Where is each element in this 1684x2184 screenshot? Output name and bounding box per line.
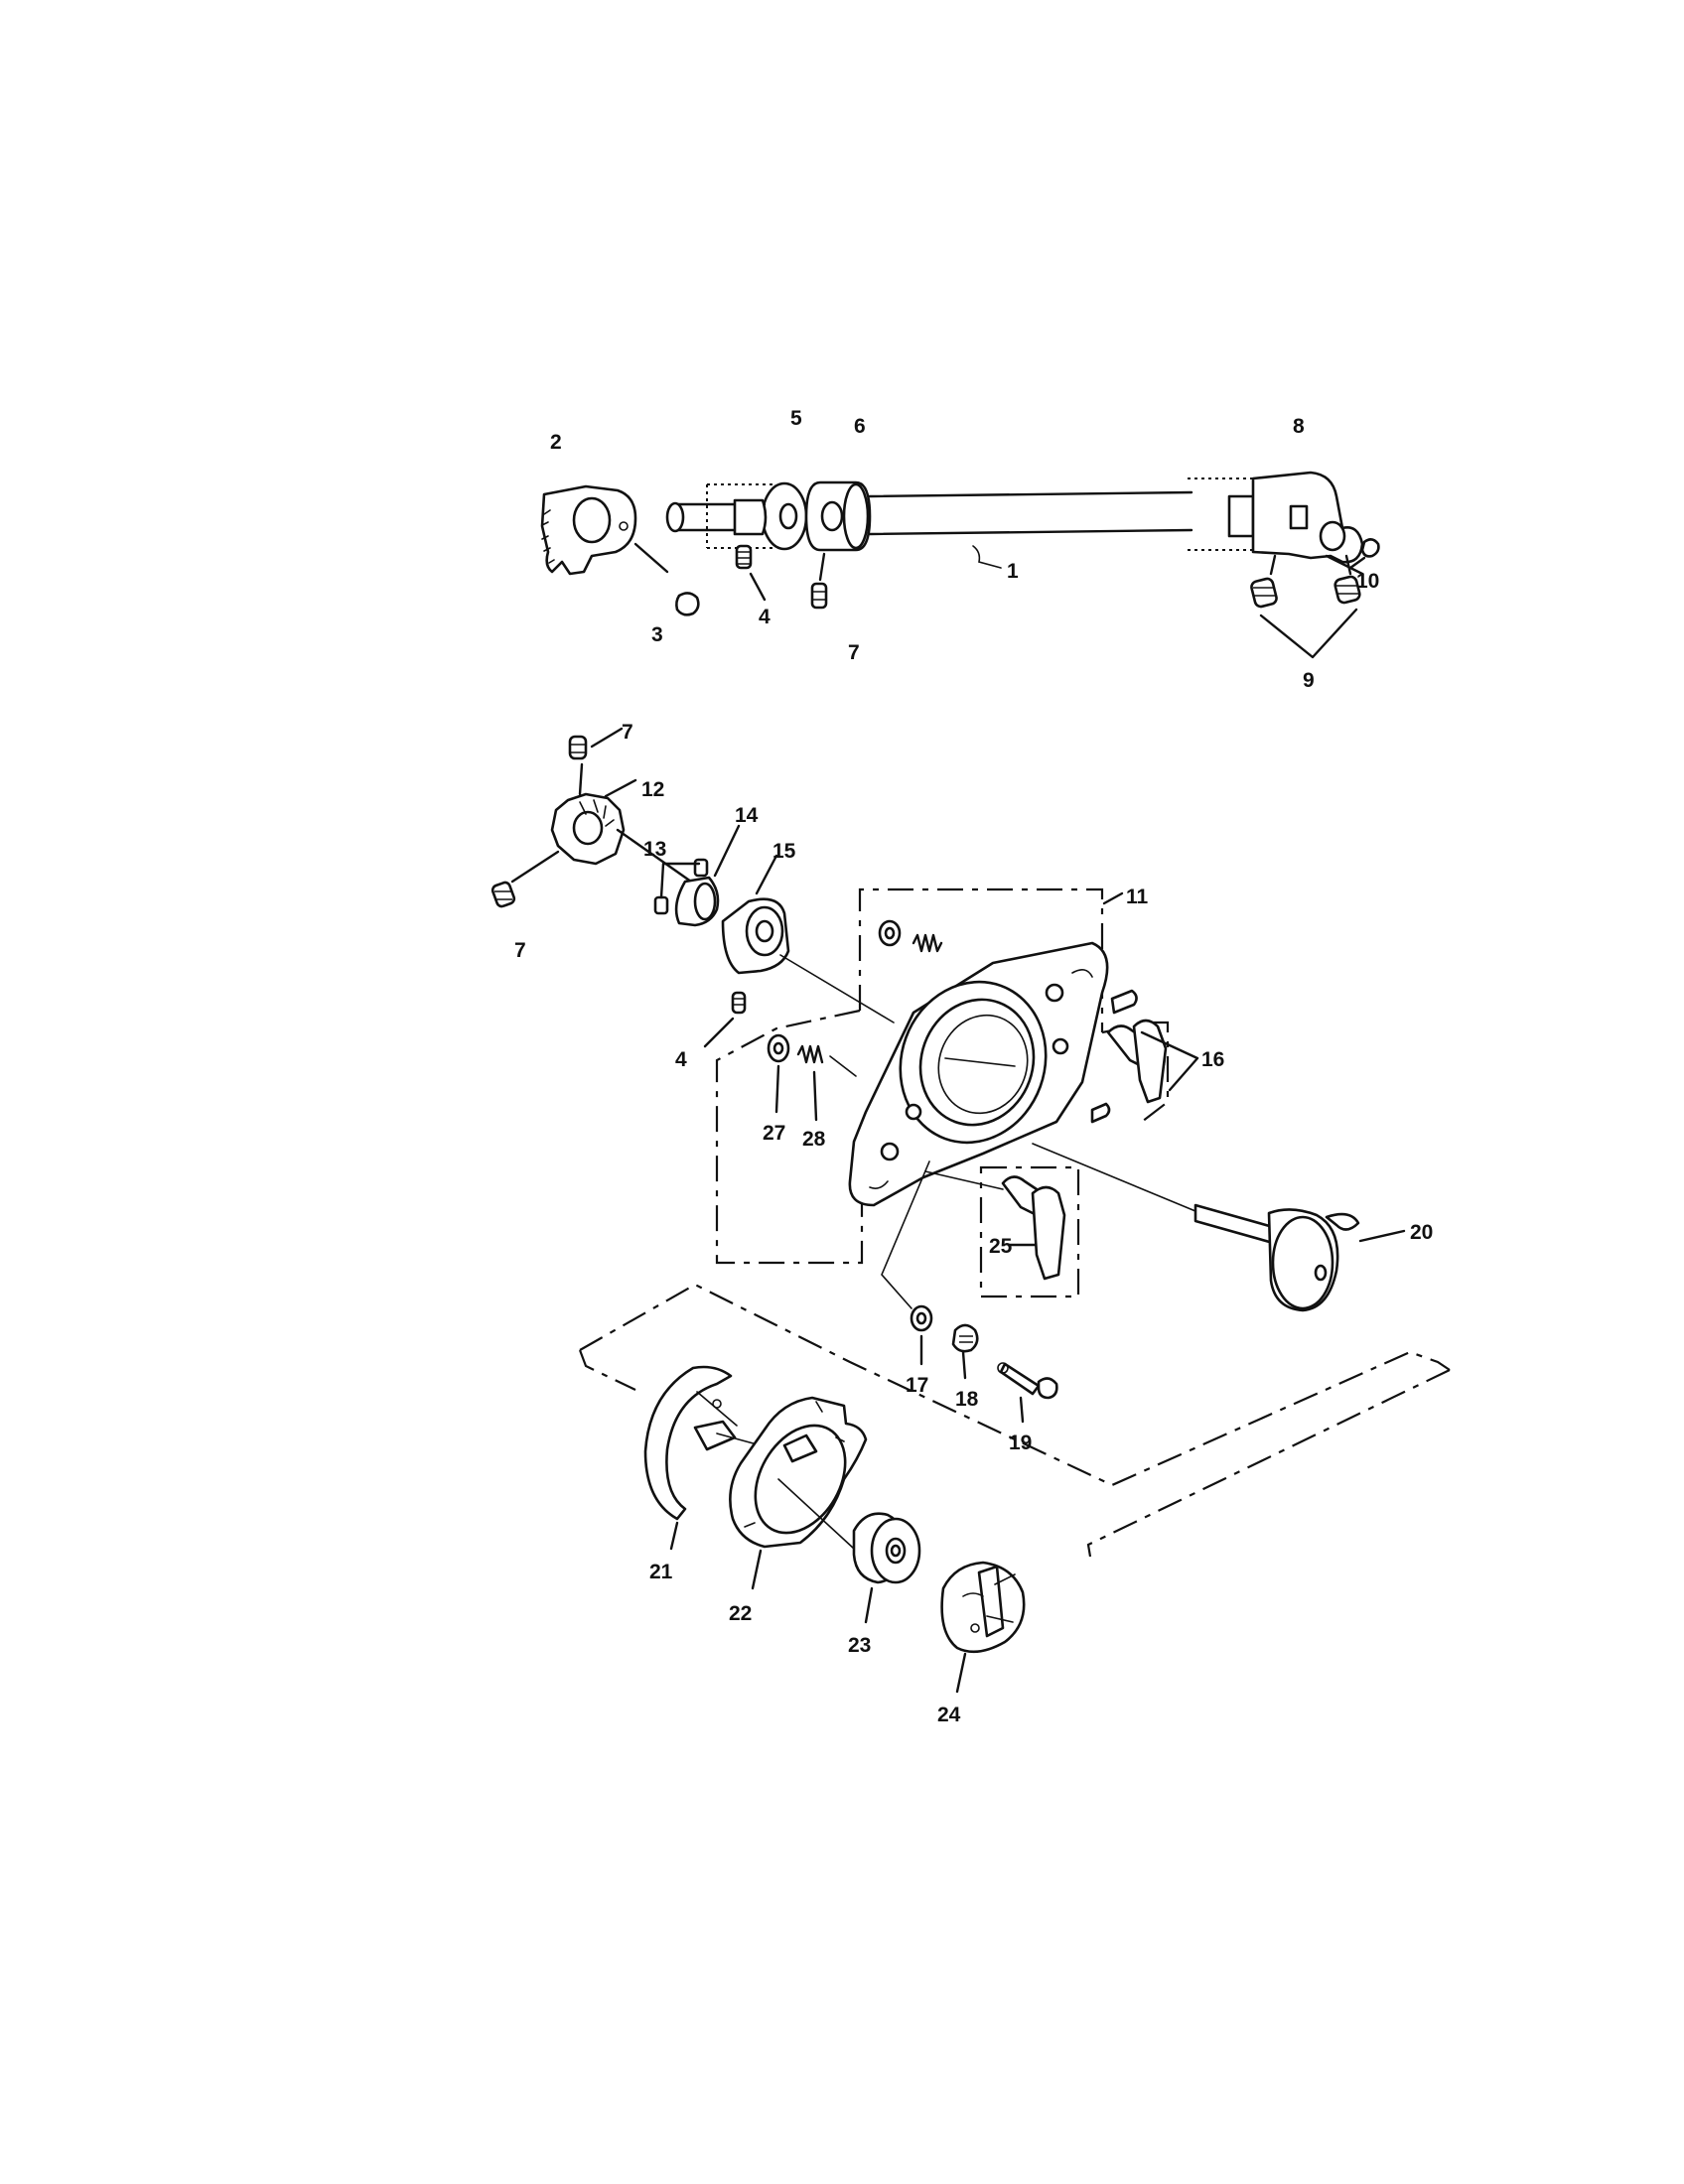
part-16-latch <box>1090 989 1199 1124</box>
part-20-rotary-hook <box>1032 1143 1406 1312</box>
part-22-bobbin-case-holder <box>729 1396 868 1590</box>
callout-7c: 7 <box>514 939 526 962</box>
callout-8: 8 <box>1293 415 1305 438</box>
part-19-screw <box>997 1362 1058 1424</box>
part-11-hook-frame <box>848 941 1109 1207</box>
part-15-sleeve <box>721 854 895 1024</box>
lower-group-outline <box>578 1283 1451 1558</box>
callout-23: 23 <box>848 1634 871 1657</box>
part-8-crank-fork <box>1251 471 1364 564</box>
callout-6: 6 <box>854 415 866 438</box>
callout-14: 14 <box>735 804 759 827</box>
callout-27: 27 <box>763 1122 785 1145</box>
part-7-setscrew-c <box>491 850 560 908</box>
part-24-bobbin-case <box>940 1561 1026 1694</box>
callout-12: 12 <box>641 778 664 801</box>
callout-2: 2 <box>550 431 562 454</box>
part-17-washer <box>881 1160 933 1366</box>
part-2-crank <box>540 484 637 576</box>
part-9-setscrews <box>1250 554 1361 659</box>
callout-19: 19 <box>1009 1432 1032 1454</box>
part-10-screw <box>1325 538 1380 576</box>
part-4-setscrew-b <box>703 991 747 1048</box>
part-7-setscrew-a <box>810 552 828 610</box>
part-13-screws <box>616 828 709 915</box>
part-12-gear <box>550 762 637 866</box>
callout-4: 4 <box>759 606 771 628</box>
callout-7: 7 <box>848 641 860 664</box>
callout-1: 1 <box>1007 560 1019 583</box>
callout-18: 18 <box>955 1388 979 1411</box>
callout-5: 5 <box>790 407 802 430</box>
part-21-hook-guard <box>643 1365 762 1551</box>
part-25-latch <box>924 1165 1080 1298</box>
callout-7b: 7 <box>622 721 633 744</box>
callout-22: 22 <box>729 1602 752 1625</box>
callout-labels: 1 2 3 4 5 6 7 8 9 10 7 12 7 13 14 15 11 … <box>514 407 1433 1726</box>
part-23-bobbin <box>852 1512 921 1624</box>
callout-15: 15 <box>772 840 796 863</box>
callout-3: 3 <box>651 623 663 646</box>
part-6-bushing <box>804 480 872 552</box>
part-18-spring <box>951 1323 979 1380</box>
callout-4b: 4 <box>675 1048 687 1071</box>
callout-11: 11 <box>1126 886 1149 908</box>
callout-25: 25 <box>989 1235 1013 1258</box>
part-5-washer <box>761 481 808 551</box>
part-3-screw <box>633 542 700 616</box>
callout-17: 17 <box>906 1374 928 1397</box>
callout-9: 9 <box>1303 669 1315 692</box>
part-14-collar <box>674 824 741 927</box>
callout-20: 20 <box>1410 1221 1433 1244</box>
part-4-setscrew-a <box>735 544 767 602</box>
callout-28: 28 <box>802 1128 826 1151</box>
callout-21: 21 <box>649 1561 673 1583</box>
part-1-shaft <box>665 478 1255 569</box>
callout-13: 13 <box>643 838 666 861</box>
part-7-setscrew-b <box>568 727 624 760</box>
part-11-washer-spring-top <box>878 919 943 953</box>
callout-16: 16 <box>1201 1048 1224 1071</box>
callout-24: 24 <box>937 1704 961 1726</box>
part-28-spring <box>796 1044 857 1122</box>
callout-10: 10 <box>1356 570 1379 593</box>
part-27-washer <box>767 1033 790 1114</box>
